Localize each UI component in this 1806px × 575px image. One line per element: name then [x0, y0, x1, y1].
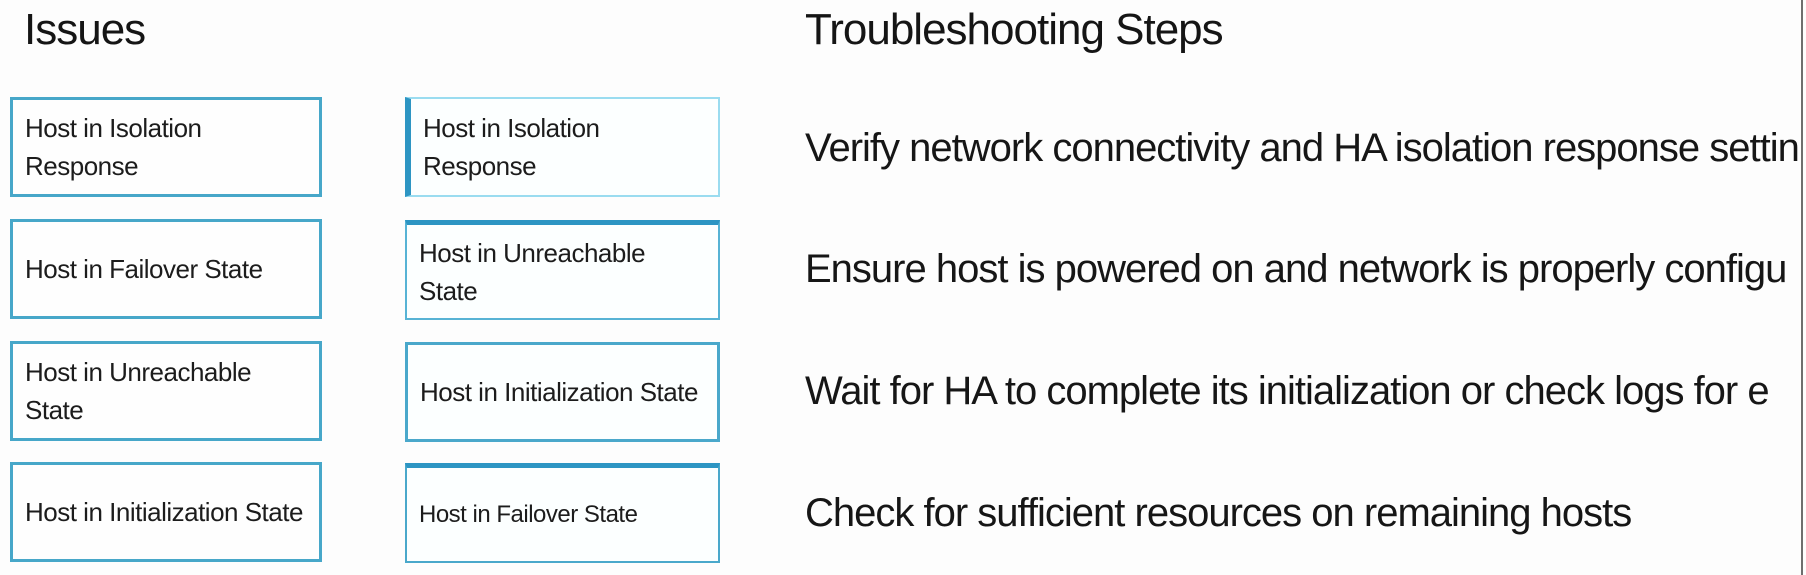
answer-box-unreachable-state[interactable]: Host in Unreachable State — [405, 220, 720, 320]
answer-box-label: Host in Isolation Response — [423, 113, 600, 181]
issue-box-failover-state[interactable]: Host in Failover State — [10, 219, 322, 319]
issue-box-isolation-response[interactable]: Host in Isolation Response — [10, 97, 322, 197]
step-text-wait-for-ha: Wait for HA to complete its initializati… — [805, 369, 1770, 413]
answer-box-label: Host in Unreachable State — [419, 237, 646, 306]
right-edge-divider — [1801, 0, 1803, 575]
issue-box-unreachable-state[interactable]: Host in Unreachable State — [10, 341, 322, 441]
issue-box-label: Host in Isolation Response — [25, 113, 202, 181]
answer-box-label: Host in Failover State — [419, 500, 638, 528]
answer-box-isolation-response[interactable]: Host in Isolation Response — [405, 97, 720, 197]
issue-box-label: Host in Unreachable State — [25, 357, 252, 425]
issue-box-label: Host in Failover State — [25, 254, 263, 284]
issues-heading: Issues — [24, 5, 146, 54]
step-text-ensure-powered-on: Ensure host is powered on and network is… — [805, 247, 1787, 291]
step-text-verify-network: Verify network connectivity and HA isola… — [805, 126, 1799, 170]
step-text-check-resources: Check for sufficient resources on remain… — [805, 491, 1632, 535]
issue-box-label: Host in Initialization State — [25, 497, 303, 527]
answer-box-label: Host in Initialization State — [420, 377, 698, 407]
issue-box-initialization-state[interactable]: Host in Initialization State — [10, 462, 322, 562]
answer-box-failover-state[interactable]: Host in Failover State — [405, 463, 720, 563]
answer-box-initialization-state[interactable]: Host in Initialization State — [405, 342, 720, 442]
troubleshooting-steps-heading: Troubleshooting Steps — [805, 5, 1224, 54]
